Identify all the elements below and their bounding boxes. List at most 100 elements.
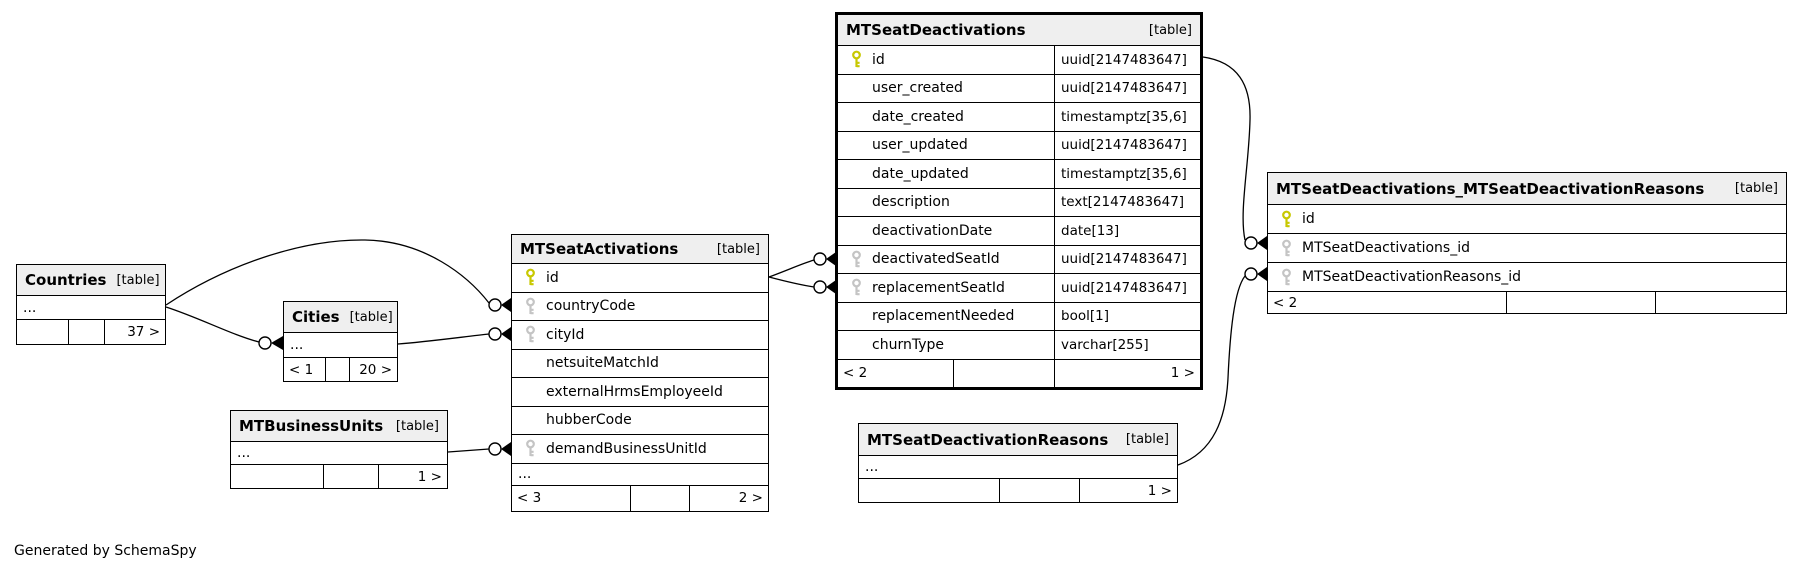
column-row: user_created uuid[2147483647] xyxy=(838,73,1200,103)
column-name: cityId xyxy=(546,326,585,343)
column-type: uuid[2147483647] xyxy=(1054,131,1200,159)
column-type: uuid[2147483647] xyxy=(1054,74,1200,102)
footer-cell: < 3 xyxy=(517,490,542,506)
connector-cities-mtseatactivations xyxy=(397,327,511,345)
table-junction[interactable]: MTSeatDeactivations_MTSeatDeactivationRe… xyxy=(1267,172,1787,314)
column-name-cell: churnType xyxy=(838,331,1054,359)
column-row: MTSeatDeactivationReasons_id xyxy=(1268,262,1786,291)
column-name-cell: deactivationDate xyxy=(838,217,1054,245)
primary-key-icon xyxy=(1274,210,1298,229)
column-row: MTSeatDeactivations_id xyxy=(1268,233,1786,262)
column-type: uuid[2147483647] xyxy=(1054,245,1200,273)
table-name: MTBusinessUnits xyxy=(239,417,384,435)
table-mtseatdeactivationreasons[interactable]: MTSeatDeactivationReasons[table]...1 > xyxy=(858,423,1178,503)
table-type-label: [table] xyxy=(1734,181,1778,196)
table-name: Cities xyxy=(292,308,340,326)
column-type: text[2147483647] xyxy=(1054,188,1200,216)
column-name-cell: replacementSeatId xyxy=(838,274,1054,302)
column-name-cell: countryCode xyxy=(512,293,768,321)
footer-cell: < 1 xyxy=(289,361,314,378)
column-name-cell: date_created xyxy=(838,103,1054,131)
table-type-label: [table] xyxy=(1148,22,1192,38)
column-name-cell: replacementNeeded xyxy=(838,303,1054,331)
column-row: countryCode xyxy=(512,291,768,321)
column-row: churnType varchar[255] xyxy=(838,330,1200,359)
column-name: deactivationDate xyxy=(872,222,993,239)
column-row: hubberCode xyxy=(512,405,768,435)
table-footer: < 2 1 > xyxy=(838,358,1200,387)
column-name-cell: user_created xyxy=(838,75,1054,103)
table-mtseatdeactivations[interactable]: MTSeatDeactivations[table] id uuid[2147483… xyxy=(835,12,1203,390)
column-name-cell: deactivatedSeatId xyxy=(838,246,1054,274)
column-row: id xyxy=(1268,204,1786,233)
table-header[interactable]: MTSeatDeactivations[table] xyxy=(838,15,1200,45)
column-name: user_created xyxy=(872,80,963,97)
footer-cell: < 2 xyxy=(843,365,868,381)
connector-mtseatdeactivations-junction xyxy=(1202,56,1267,250)
ellipsis-row: ... xyxy=(17,295,165,319)
table-mtbusinessunits[interactable]: MTBusinessUnits [table]...1 > xyxy=(230,410,448,489)
column-name-cell: hubberCode xyxy=(512,407,768,435)
ellipsis-label: ... xyxy=(290,337,304,353)
column-name-cell: netsuiteMatchId xyxy=(512,350,768,378)
foreign-key-icon xyxy=(1274,239,1298,258)
table-header[interactable]: MTBusinessUnits [table] xyxy=(231,411,447,441)
primary-key-icon xyxy=(518,268,542,287)
column-name: netsuiteMatchId xyxy=(546,355,659,372)
ellipsis-label: ... xyxy=(865,459,879,475)
column-name-cell: ... xyxy=(231,442,447,464)
footer-cell: 37 > xyxy=(104,320,165,344)
column-name: churnType xyxy=(872,336,944,353)
footer-cell: < 2 xyxy=(1273,294,1298,311)
footer-cell xyxy=(953,359,1054,387)
table-type-label: [table] xyxy=(395,418,439,434)
table-header[interactable]: MTSeatDeactivations_MTSeatDeactivationRe… xyxy=(1268,173,1786,204)
footer-cell xyxy=(231,465,323,488)
table-name: Countries xyxy=(25,271,107,289)
column-type: bool[1] xyxy=(1054,302,1200,330)
connector-mtseatactivations-deactivatedseatid xyxy=(768,252,836,278)
column-type: uuid[2147483647] xyxy=(1054,274,1200,302)
ellipsis-row: ... xyxy=(859,455,1177,478)
column-row: cityId xyxy=(512,320,768,349)
column-type: varchar[255] xyxy=(1054,331,1200,359)
column-name-cell: id xyxy=(1268,205,1786,233)
table-footer: 1 > xyxy=(231,464,447,488)
foreign-key-icon xyxy=(844,250,868,269)
table-name: MTSeatActivations xyxy=(520,240,679,258)
ellipsis-label: ... xyxy=(23,299,37,316)
connector-mtseatdeactivationreasons-junction xyxy=(1177,267,1267,466)
column-name: date_updated xyxy=(872,165,969,182)
column-name: deactivatedSeatId xyxy=(872,251,1000,268)
table-header[interactable]: Cities[table] xyxy=(284,302,397,332)
table-header[interactable]: MTSeatDeactivationReasons[table] xyxy=(859,424,1177,455)
ellipsis-row: ... xyxy=(512,462,768,485)
column-name-cell: MTSeatDeactivations_id xyxy=(1268,234,1786,262)
table-header[interactable]: Countries[table] xyxy=(17,265,165,295)
footer-cell: 1 > xyxy=(1054,359,1200,387)
column-name-cell: demandBusinessUnitId xyxy=(512,435,768,463)
table-header[interactable]: MTSeatActivations[table] xyxy=(512,235,768,263)
ellipsis-row: ... xyxy=(231,441,447,464)
column-type: timestamptz[35,6] xyxy=(1054,103,1200,131)
foreign-key-icon xyxy=(518,325,542,344)
table-name: MTSeatDeactivations_MTSeatDeactivationRe… xyxy=(1276,179,1705,198)
table-countries[interactable]: Countries[table]... 37 > xyxy=(16,264,166,345)
column-name: id xyxy=(872,51,885,68)
footer-cell: 1 > xyxy=(378,465,447,488)
column-row: externalHrmsEmployeeId xyxy=(512,377,768,406)
footer-cell xyxy=(999,479,1079,502)
connector-countries-cities xyxy=(165,306,283,350)
column-name-cell: cityId xyxy=(512,321,768,349)
